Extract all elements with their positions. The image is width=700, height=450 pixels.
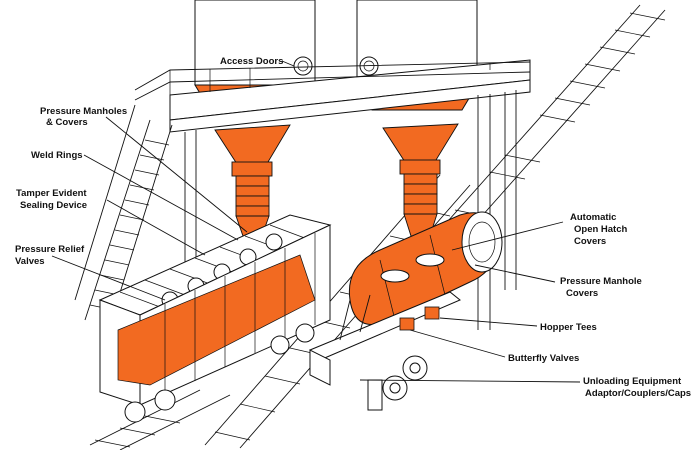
label-pressure-manhole-covers-line2: Covers <box>566 288 598 299</box>
label-butterfly-valves: Butterfly Valves <box>508 353 579 364</box>
label-open-hatch-line2: Open Hatch <box>574 224 628 235</box>
label-pressure-manholes: Pressure Manholes <box>40 106 127 117</box>
label-unloading-equipment-line2: Adaptor/Couplers/Caps <box>585 388 691 399</box>
label-pressure-manholes-line2: & Covers <box>46 117 88 128</box>
labels: Access Doors Pressure Manholes & Covers … <box>15 56 691 399</box>
label-tamper-evident-line2: Sealing Device <box>20 200 87 211</box>
label-hopper-tees: Hopper Tees <box>540 322 597 333</box>
label-pressure-relief-line2: Valves <box>15 256 45 267</box>
access-door-left <box>293 56 313 76</box>
label-open-hatch: Automatic <box>570 212 616 223</box>
leader-lines <box>51 60 581 383</box>
loading-spout-right <box>382 123 459 251</box>
label-open-hatch-line3: Covers <box>574 236 606 247</box>
loading-platform <box>134 59 531 330</box>
label-weld-rings: Weld Rings <box>31 150 83 161</box>
label-pressure-manhole-covers: Pressure Manhole <box>560 276 642 287</box>
label-unloading-equipment: Unloading Equipment <box>583 376 682 387</box>
tanker-truck <box>309 211 503 411</box>
hopper-railcar <box>98 214 332 423</box>
loading-spout-left <box>214 124 291 245</box>
label-tamper-evident: Tamper Evident <box>16 188 87 199</box>
roof-hatch <box>265 233 283 251</box>
rail-track-left <box>89 389 231 450</box>
label-access-doors: Access Doors <box>220 56 283 67</box>
label-pressure-relief: Pressure Relief <box>15 244 85 255</box>
